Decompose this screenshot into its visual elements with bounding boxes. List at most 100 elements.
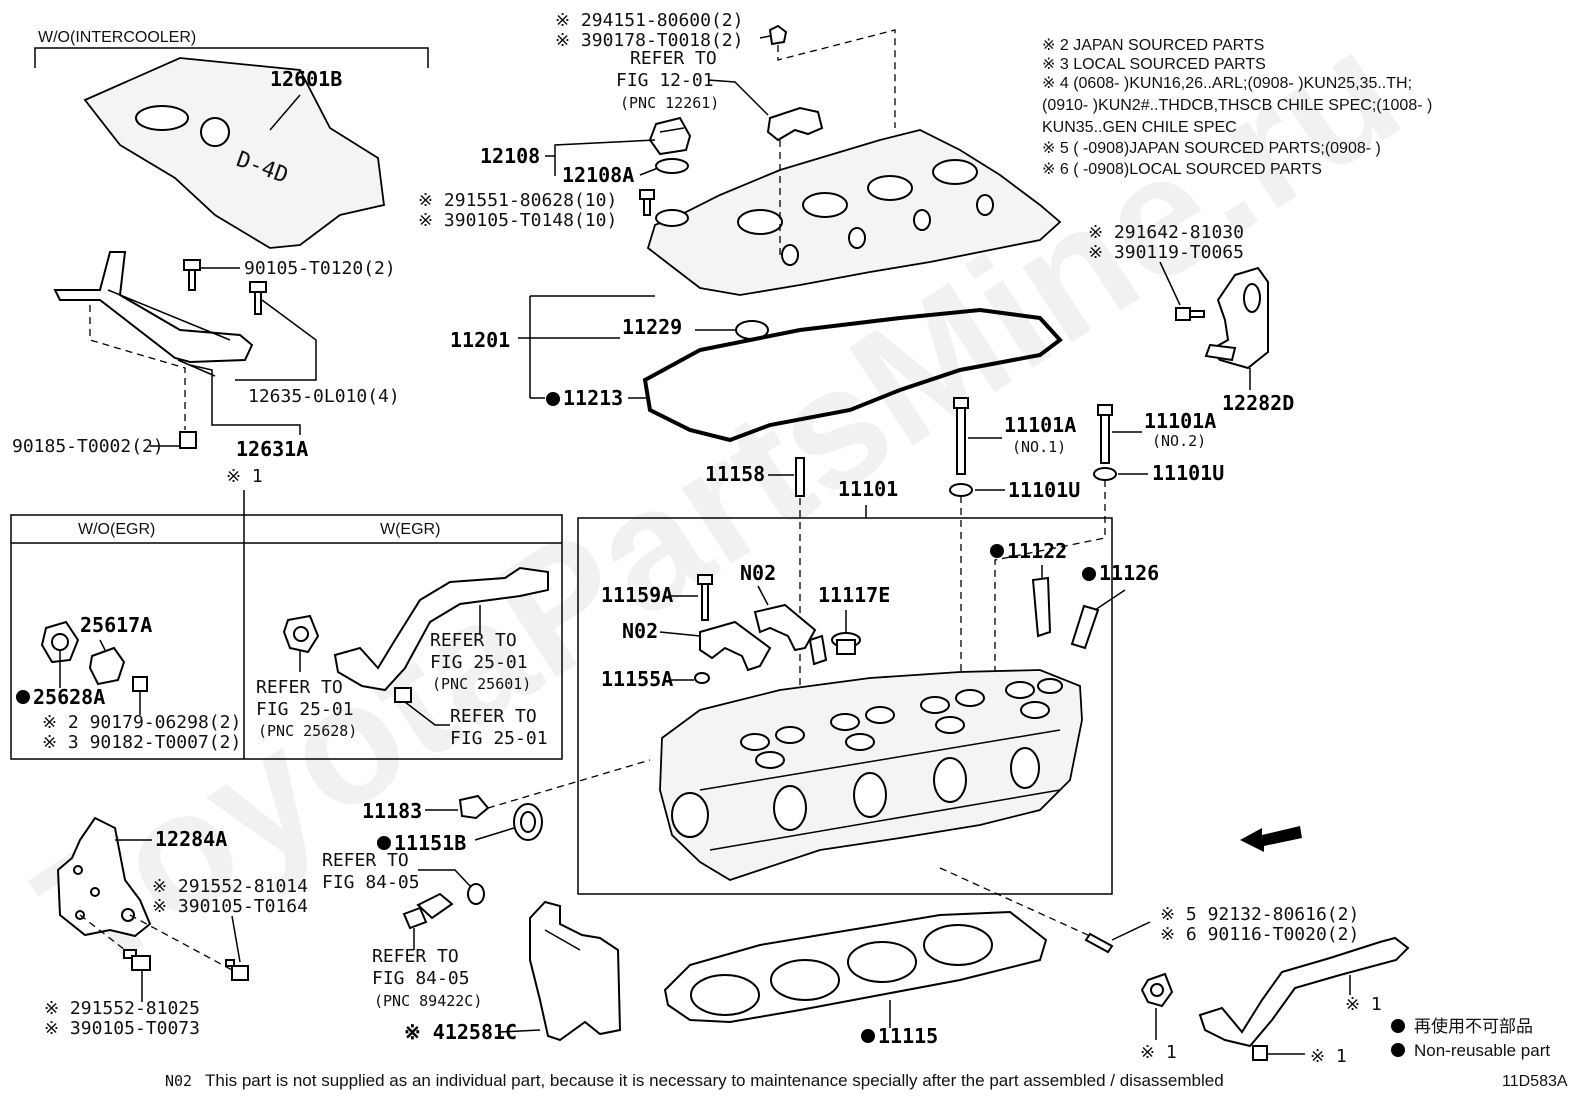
cam-cap-dowel bbox=[808, 634, 828, 666]
seal-11151b bbox=[513, 803, 543, 841]
label-90185: 90185-T0002(2) bbox=[12, 436, 164, 457]
label-291552-81025: ※ 291552-81025 bbox=[44, 998, 200, 1019]
cylinder-head-cover bbox=[646, 129, 1062, 296]
label-wo-intercooler: W/O(INTERCOOLER) bbox=[38, 29, 196, 46]
label-12282d: 12282D bbox=[1222, 391, 1294, 415]
label-390105-t0164: ※ 390105-T0164 bbox=[152, 896, 308, 917]
label-12108a: 12108A bbox=[562, 163, 634, 187]
egr-nut bbox=[394, 687, 412, 703]
note-6: ※ 6 ( -0908)LOCAL SOURCED PARTS bbox=[1042, 161, 1322, 178]
temp-sensor-89422c bbox=[416, 892, 454, 920]
bolt-11159a bbox=[697, 574, 713, 621]
label-390105-t0148: ※ 390105-T0148(10) bbox=[418, 210, 617, 231]
ref25-628-1: REFER TO bbox=[256, 677, 343, 698]
pin-11155a bbox=[694, 672, 710, 684]
guide-11122 bbox=[1031, 576, 1052, 638]
camshaft-bearing-cap-b bbox=[753, 603, 817, 652]
ref25-601-1: REFER TO bbox=[430, 630, 517, 651]
ref12-3: (PNC 12261) bbox=[620, 94, 719, 112]
label-390105-t0073: ※ 390105-T0073 bbox=[44, 1018, 200, 1039]
cylinder-head-box bbox=[577, 517, 1113, 895]
bolt-291642 bbox=[1175, 307, 1205, 321]
bracket-12282d bbox=[1204, 266, 1269, 370]
bolt-291552-81014 bbox=[225, 959, 249, 981]
label-11122: 11122 bbox=[1007, 539, 1067, 563]
bracket-12631a bbox=[53, 251, 254, 377]
bracket-wo-intercooler bbox=[34, 47, 429, 68]
washer-11101u-1 bbox=[949, 483, 973, 497]
label-3-90182: ※ 3 90182-T0007(2) bbox=[42, 732, 241, 753]
egr-pipe-25601 bbox=[333, 566, 549, 692]
engine-cover-12601b: D-4D bbox=[83, 57, 385, 249]
nut-egr bbox=[132, 676, 148, 692]
ref84-2: FIG 84-05 bbox=[322, 872, 420, 893]
label-11115: 11115 bbox=[878, 1024, 938, 1048]
egr-pipe-lower-right bbox=[1198, 936, 1410, 1048]
bolt-291551 bbox=[639, 189, 655, 216]
label-11151b: 11151B bbox=[394, 831, 466, 855]
ref25-628-2: FIG 25-01 bbox=[256, 699, 354, 720]
ref25-b-2: FIG 25-01 bbox=[450, 728, 548, 749]
ref84-1: REFER TO bbox=[322, 850, 409, 871]
footer-code: N02 bbox=[165, 1072, 192, 1090]
footer-text: This part is not supplied as an individu… bbox=[205, 1071, 1224, 1090]
stud-12635 bbox=[249, 281, 267, 315]
label-12635: 12635-0L010(4) bbox=[248, 386, 400, 407]
note-5: ※ 5 ( -0908)JAPAN SOURCED PARTS;(0908- ) bbox=[1042, 140, 1381, 157]
label-11126: 11126 bbox=[1099, 561, 1159, 585]
legend-jp: 再使用不可部品 bbox=[1414, 1016, 1533, 1036]
gasket-84-05 bbox=[467, 883, 485, 905]
ref12-1: REFER TO bbox=[630, 48, 717, 69]
stud-92132 bbox=[1084, 932, 1114, 954]
ref84b-2: FIG 84-05 bbox=[372, 968, 470, 989]
bolt-291552-81025 bbox=[123, 949, 151, 971]
label-12601b: 12601B bbox=[270, 67, 342, 91]
label-90105-t0120: 90105-T0120(2) bbox=[244, 258, 396, 279]
head-bolt-11101a-no2 bbox=[1097, 404, 1113, 464]
label-n02-a: N02 bbox=[740, 561, 776, 585]
nut-294151 bbox=[768, 24, 788, 46]
egr-variants-box bbox=[10, 514, 563, 760]
label-12108: 12108 bbox=[480, 144, 540, 168]
ref25-b-1: REFER TO bbox=[450, 706, 537, 727]
label-mark1-b: ※ 1 bbox=[1140, 1042, 1177, 1063]
label-12581c: ※ 412581C bbox=[404, 1020, 517, 1044]
note-2: ※ 2 JAPAN SOURCED PARTS bbox=[1042, 37, 1264, 54]
note-4-b: (0910- )KUN2#..THDCB,THSCB CHILE SPEC;(1… bbox=[1042, 97, 1432, 114]
guide-11126 bbox=[1070, 604, 1100, 650]
figure-id: 11D583A bbox=[1502, 1073, 1568, 1090]
note-4-a: ※ 4 (0608- )KUN16,26..ARL;(0908- )KUN25,… bbox=[1042, 75, 1412, 92]
oil-cap-12108 bbox=[648, 116, 692, 156]
bolt-90105-t0120 bbox=[183, 259, 201, 291]
label-11158: 11158 bbox=[705, 462, 765, 486]
breather-hose-12261 bbox=[766, 106, 824, 142]
label-11101a-2: 11101A bbox=[1144, 409, 1216, 433]
label-25628a: 25628A bbox=[33, 685, 105, 709]
label-mark1-d: ※ 1 bbox=[1310, 1046, 1347, 1067]
label-12631a: 12631A bbox=[236, 437, 308, 461]
front-arrow-icon bbox=[1240, 826, 1302, 852]
label-294151: ※ 294151-80600(2) bbox=[555, 10, 743, 31]
ref25-601-3: (PNC 25601) bbox=[432, 675, 531, 693]
label-mark1-c: ※ 1 bbox=[1345, 994, 1382, 1015]
ref12-2: FIG 12-01 bbox=[616, 70, 714, 91]
plug-11183 bbox=[458, 794, 490, 820]
label-11183: 11183 bbox=[362, 799, 422, 823]
label-2-90179: ※ 2 90179-06298(2) bbox=[42, 712, 241, 733]
bracket-12284a bbox=[56, 816, 152, 938]
label-mark1-a: ※ 1 bbox=[226, 466, 263, 487]
ref25-601-2: FIG 25-01 bbox=[430, 652, 528, 673]
ref84b-3: (PNC 89422C) bbox=[374, 992, 482, 1010]
label-291552-81014: ※ 291552-81014 bbox=[152, 876, 308, 897]
ref25-628-3: (PNC 25628) bbox=[258, 722, 357, 740]
camshaft-bearing-cap-a bbox=[699, 620, 772, 672]
head-cover-gasket-11213 bbox=[642, 307, 1063, 443]
egr-gasket-25628 bbox=[282, 614, 320, 654]
label-390178: ※ 390178-T0018(2) bbox=[555, 30, 743, 51]
label-11101u-2: 11101U bbox=[1152, 461, 1224, 485]
timing-cover-12581c bbox=[529, 900, 622, 1042]
stud-11158 bbox=[795, 457, 805, 497]
oil-cap-gasket-12108a bbox=[655, 158, 689, 174]
label-25617a: 25617A bbox=[80, 613, 152, 637]
